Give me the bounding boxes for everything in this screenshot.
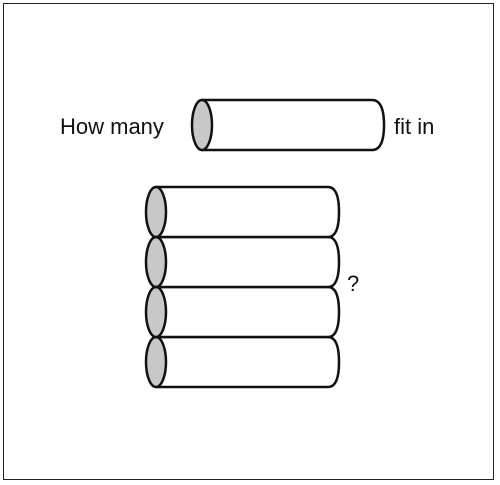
stacked-cylinder-body	[156, 187, 339, 237]
stacked-cylinder-end	[146, 337, 166, 387]
stacked-cylinder-4	[146, 337, 339, 387]
stacked-cylinder-body	[156, 287, 339, 337]
stacked-cylinder-end	[146, 287, 166, 337]
stacked-cylinder-2	[146, 237, 339, 287]
single-cylinder-body	[202, 100, 384, 150]
single-cylinder	[192, 100, 384, 150]
stacked-cylinder-end	[146, 187, 166, 237]
stacked-cylinder-1	[146, 187, 339, 237]
stacked-cylinder-3	[146, 287, 339, 337]
stacked-cylinder-body	[156, 337, 339, 387]
stacked-cylinders	[146, 187, 339, 387]
stacked-cylinder-body	[156, 237, 339, 287]
single-cylinder-end	[192, 100, 212, 150]
stacked-cylinder-end	[146, 237, 166, 287]
